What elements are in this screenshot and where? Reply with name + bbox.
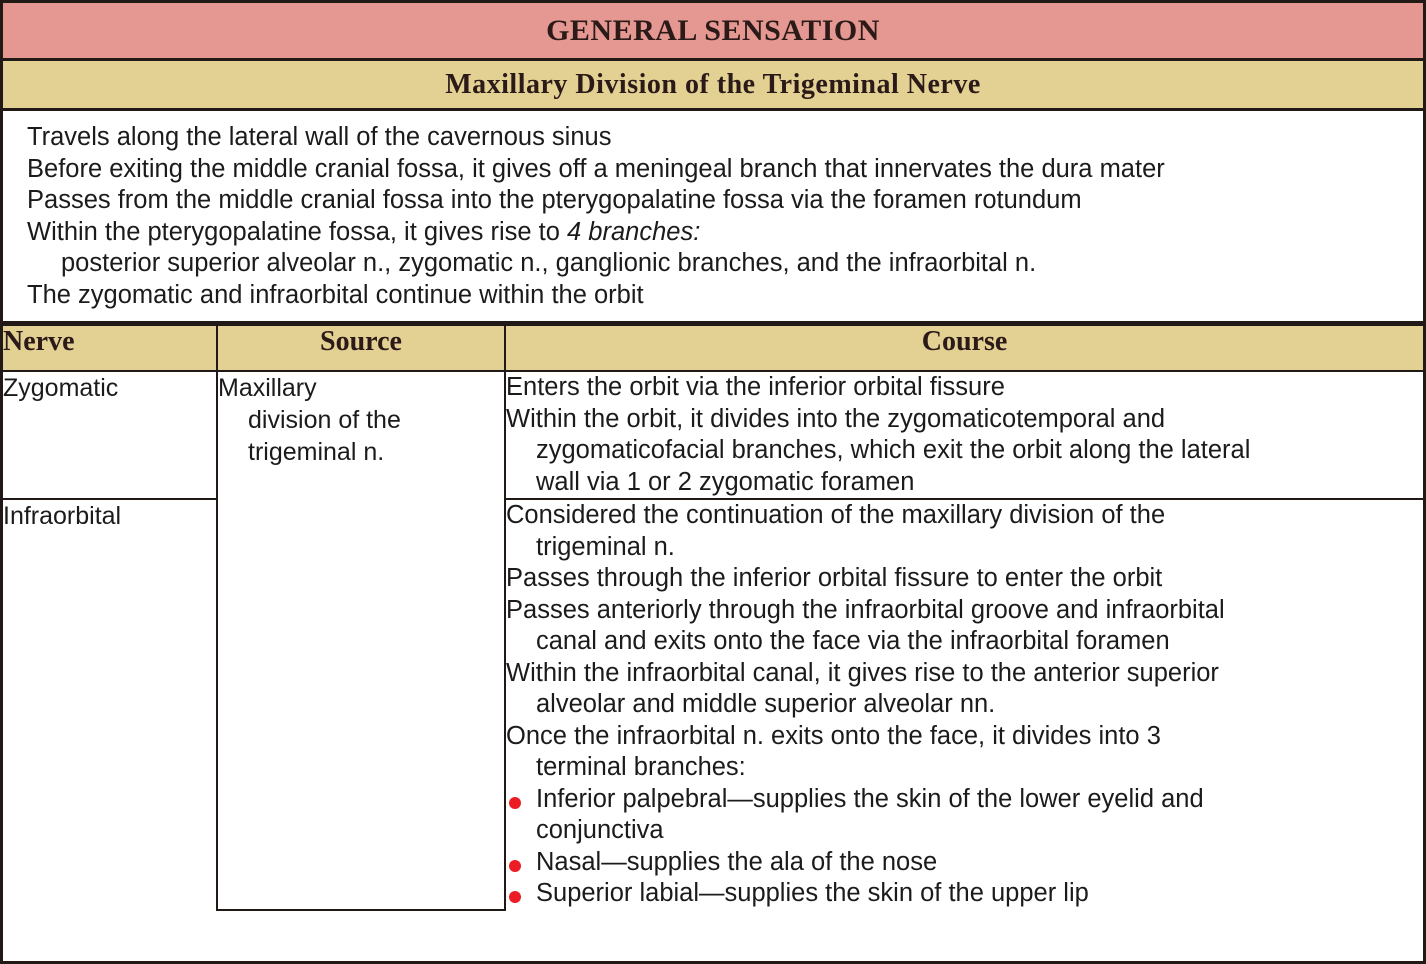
course-line: conjunctiva [506, 815, 1423, 847]
cell-course: Considered the continuation of the maxil… [504, 498, 1423, 910]
intro-line-text: Travels along the lateral wall of the ca… [27, 123, 612, 151]
course-line-text: Enters the orbit via the inferior orbita… [506, 373, 1005, 401]
intro-line: Passes from the middle cranial fossa int… [27, 185, 1409, 217]
subtitle-banner: Maxillary Division of the Trigeminal Ner… [3, 61, 1423, 111]
bullet-dot-icon [509, 796, 521, 809]
bullet-dot-icon [509, 891, 521, 903]
course-bullet-item: Nasal—supplies the ala of the nose [506, 847, 1423, 879]
page-subtitle: Maxillary Division of the Trigeminal Ner… [445, 68, 981, 100]
course-line-text: terminal branches: [536, 753, 746, 781]
course-line: wall via 1 or 2 zygomatic foramen [506, 467, 1423, 499]
course-line-text: Within the infraorbital canal, it gives … [506, 658, 1219, 687]
course-line: trigeminal n. [506, 532, 1423, 564]
intro-line-text: Before exiting the middle cranial fossa,… [27, 154, 1165, 183]
intro-line: The zygomatic and infraorbital continue … [27, 280, 1409, 312]
nerve-table: Nerve Source Course Zygomatic Maxillary di… [3, 324, 1423, 911]
nerve-name: Zygomatic [3, 374, 119, 402]
intro-line-text: Passes from the middle cranial fossa int… [27, 186, 1082, 214]
intro-line: Travels along the lateral wall of the ca… [27, 122, 1409, 154]
source-line: trigeminal n. [248, 438, 385, 466]
source-line: division of the [248, 406, 401, 434]
course-line: Enters the orbit via the inferior orbita… [506, 372, 1423, 404]
column-header-source: Source [216, 324, 506, 372]
intro-line: Within the pterygopalatine fossa, it giv… [27, 217, 1409, 249]
course-line-text: Superior labial—supplies the skin of the… [536, 879, 1089, 907]
column-header-course: Course [504, 324, 1423, 372]
course-line-text: Inferior palpebral—supplies the skin of … [536, 784, 1204, 813]
course-line-text: Within the orbit, it divides into the zy… [506, 404, 1166, 433]
course-line: alveolar and middle superior alveolar nn… [506, 689, 1423, 721]
intro-line-text: Within the pterygopalatine fossa, it giv… [27, 217, 568, 246]
column-header-nerve: Nerve [3, 324, 218, 372]
course-line: Within the infraorbital canal, it gives … [506, 658, 1423, 690]
bullet-dot-icon [509, 859, 521, 872]
course-line: Within the orbit, it divides into the zy… [506, 404, 1423, 436]
course-line: terminal branches: [506, 752, 1423, 784]
intro-line: posterior superior alveolar n., zygomati… [27, 248, 1409, 280]
title-banner: GENERAL SENSATION [3, 3, 1423, 61]
table-header-row: Nerve Source Course [3, 324, 1423, 372]
intro-line-text: posterior superior alveolar n., zygomati… [61, 249, 1037, 277]
course-line: Passes through the inferior orbital fiss… [506, 563, 1423, 595]
course-bullet-item: Superior labial—supplies the skin of the… [506, 878, 1423, 910]
course-line-text: Considered the continuation of the maxil… [506, 501, 1166, 529]
course-line-text: wall via 1 or 2 zygomatic foramen [536, 467, 915, 496]
page-title: GENERAL SENSATION [546, 13, 880, 47]
cell-nerve: Infraorbital [3, 498, 218, 910]
course-line-text: alveolar and middle superior alveolar nn… [536, 690, 996, 718]
cell-course: Enters the orbit via the inferior orbita… [504, 370, 1423, 500]
course-line: Considered the continuation of the maxil… [506, 500, 1423, 532]
cell-nerve: Zygomatic [3, 370, 218, 500]
intro-line-emphasis: 4 branches: [567, 217, 701, 246]
course-line-text: conjunctiva [536, 816, 664, 844]
source-line: Maxillary [218, 374, 317, 402]
course-line-text: trigeminal n. [536, 532, 675, 561]
course-line-text: Once the infraorbital n. exits onto the … [506, 721, 1161, 750]
course-line-text: Nasal—supplies the ala of the nose [536, 847, 938, 876]
course-line: canal and exits onto the face via the in… [506, 626, 1423, 658]
course-line-text: Passes anteriorly through the infraorbit… [506, 595, 1225, 624]
intro-line: Before exiting the middle cranial fossa,… [27, 154, 1409, 186]
course-bullet-item: Inferior palpebral—supplies the skin of … [506, 784, 1423, 816]
nerve-name: Infraorbital [3, 502, 122, 530]
intro-line-text: The zygomatic and infraorbital continue … [27, 280, 644, 309]
course-line: Once the infraorbital n. exits onto the … [506, 721, 1423, 753]
course-line-text: canal and exits onto the face via the in… [536, 627, 1170, 655]
intro-block: Travels along the lateral wall of the ca… [3, 111, 1423, 324]
course-line-text: zygomaticofacial branches, which exit th… [536, 436, 1251, 464]
course-line: Passes anteriorly through the infraorbit… [506, 595, 1423, 627]
cell-source: Maxillary division of the trigeminal n. [216, 370, 506, 911]
course-line-text: Passes through the inferior orbital fiss… [506, 564, 1163, 592]
table-row: Zygomatic Maxillary division of the trigemi… [3, 370, 1423, 911]
table-row: Infraorbital Considered the continuation … [3, 498, 1423, 910]
course-line: zygomaticofacial branches, which exit th… [506, 435, 1423, 467]
